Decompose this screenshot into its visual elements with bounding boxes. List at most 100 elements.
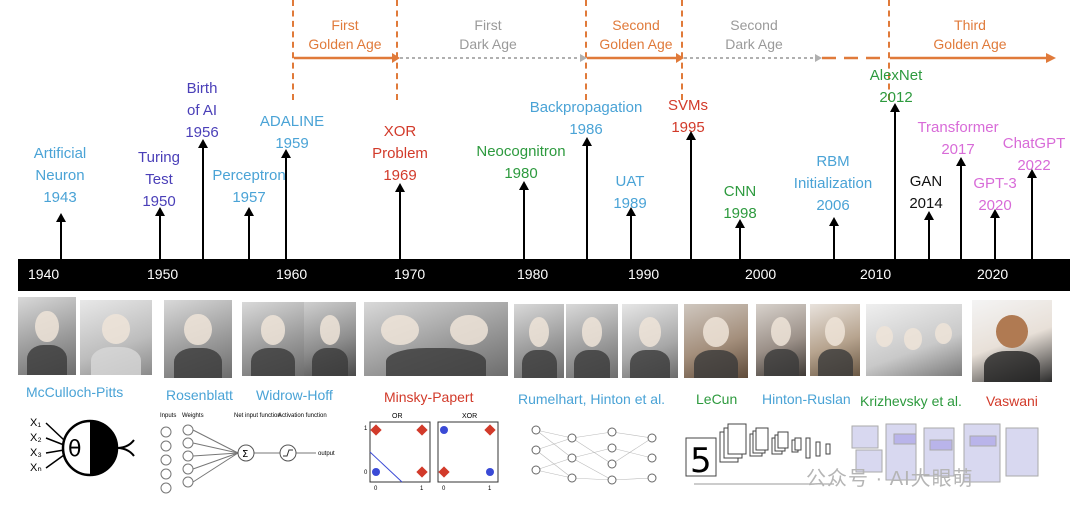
decade-label: 1990 (628, 266, 660, 282)
svg-text:0: 0 (374, 486, 378, 492)
era-second-golden-age: Second Golden Age (599, 17, 673, 52)
event-chatgpt: ChatGPT 2022 (1002, 135, 1066, 174)
event-arrow (626, 207, 636, 259)
era-divider (585, 0, 587, 100)
decade-label: 1960 (276, 266, 308, 282)
era-divider (396, 0, 398, 100)
backprop-network-diagram (531, 425, 657, 485)
event-turing-test: Turing Test 1950 (138, 149, 180, 210)
event-gpt3: GPT-3 2020 (973, 175, 1017, 214)
event-arrow (155, 207, 165, 259)
portrait-williams (622, 304, 678, 378)
decade-label: 2010 (860, 266, 892, 282)
person-minsky-papert: Minsky-Papert (384, 389, 474, 405)
portrait-krizhevsky (866, 304, 962, 376)
svg-text:0: 0 (364, 470, 368, 476)
portrait-rumelhart (514, 304, 564, 378)
neuron-threshold-symbol: θ (68, 437, 81, 462)
person-rosenblatt: Rosenblatt (166, 387, 233, 403)
event-svms: SVMs 1995 (667, 97, 708, 136)
svg-text:Activation function: Activation function (278, 413, 327, 419)
event-arrow (956, 157, 966, 259)
svg-text:output: output (318, 451, 335, 457)
portrait-rosenblatt (164, 300, 232, 378)
person-mcculloch-pitts: McCulloch-Pitts (26, 384, 124, 400)
xor-or-plots: OR XOR 1 0 0 1 0 1 (364, 413, 499, 492)
era-arrows (294, 53, 1056, 63)
neuron-input-label: X₁ (30, 417, 41, 429)
perceptron-diagram: Inputs Weights Net input function Activa… (160, 413, 335, 494)
event-arrow (519, 181, 529, 259)
svg-text:Net input function: Net input function (234, 413, 281, 419)
event-arrow (924, 211, 934, 259)
event-arrow (735, 219, 745, 259)
portrait-salakhutdinov (810, 304, 860, 376)
person-vaswani: Vaswani (986, 393, 1038, 409)
event-birth-of-ai: Birth of AI 1956 (185, 80, 219, 141)
event-arrow (56, 213, 66, 259)
person-rumelhart-hinton: Rumelhart, Hinton et al. (518, 391, 666, 407)
timeline-axis (18, 259, 1070, 291)
event-gan: GAN 2014 (909, 173, 943, 212)
neuron-input-label: X₃ (30, 447, 42, 459)
era-first-dark-age: First Dark Age (459, 17, 517, 52)
portrait-hoff (304, 302, 356, 376)
svg-text:Σ: Σ (242, 449, 248, 460)
neuron-input-label: Xₙ (30, 462, 42, 474)
event-arrow (990, 209, 1000, 259)
event-arrow (244, 207, 254, 259)
event-artificial-neuron: Artificial Neuron 1943 (33, 145, 87, 206)
neuron-input-label: X₂ (30, 432, 42, 444)
person-widrow-hoff: Widrow-Hoff (256, 387, 333, 403)
decade-label: 1980 (517, 266, 549, 282)
person-hinton-ruslan: Hinton-Ruslan (762, 391, 851, 407)
portrait-hinton-2 (756, 304, 806, 376)
svg-text:1: 1 (488, 486, 492, 492)
svg-text:Weights: Weights (182, 413, 204, 419)
portrait-mcculloch (18, 297, 76, 375)
era-divider (681, 0, 683, 100)
event-transformer: Transformer 2017 (917, 119, 999, 158)
svg-text:1: 1 (420, 486, 424, 492)
event-arrow (1027, 169, 1037, 259)
portrait-hinton (566, 304, 618, 378)
lenet-cnn-diagram: 5 (685, 423, 834, 485)
event-arrow (198, 139, 208, 259)
event-alexnet: AlexNet 2012 (869, 67, 923, 106)
svg-text:1: 1 (364, 426, 368, 432)
watermark-text: 公众号 · AI大眼萌 (806, 468, 974, 490)
event-arrow (582, 137, 592, 259)
portrait-vaswani (972, 300, 1052, 382)
portrait-pitts (80, 300, 152, 375)
event-perceptron: Perceptron 1957 (212, 167, 286, 206)
decade-label: 2000 (745, 266, 777, 282)
svg-text:Inputs: Inputs (160, 413, 176, 419)
era-divider (888, 0, 890, 100)
event-cnn: CNN 1998 (723, 183, 757, 222)
era-divider (292, 0, 294, 100)
event-arrow (890, 103, 900, 259)
transformer-architecture-diagram (851, 423, 1039, 483)
event-backpropagation: Backpropagation 1986 (529, 99, 643, 138)
era-first-golden-age: First Golden Age (308, 17, 382, 52)
or-plot-title: OR (392, 413, 403, 420)
event-arrow (281, 149, 291, 259)
person-lecun: LeCun (696, 391, 738, 407)
event-arrow (686, 131, 696, 259)
svg-text:0: 0 (442, 486, 446, 492)
event-adaline: ADALINE 1959 (259, 113, 325, 152)
event-xor-problem: XOR Problem 1969 (372, 123, 428, 184)
event-arrow (829, 217, 839, 259)
portrait-minsky-papert (364, 302, 508, 376)
decade-label: 1950 (147, 266, 179, 282)
event-neocognitron: Neocognitron 1980 (476, 143, 566, 182)
event-uat: UAT 1989 (613, 173, 647, 212)
mcculloch-pitts-neuron-diagram: X₁ X₂ X₃ Xₙ θ (30, 417, 135, 477)
decade-label: 1970 (394, 266, 426, 282)
person-krizhevsky: Krizhevsky et al. (860, 393, 962, 409)
event-rbm-initialization: RBM Initialization 2006 (793, 153, 873, 214)
portrait-lecun (684, 304, 748, 378)
xor-plot-title: XOR (462, 413, 477, 420)
era-second-dark-age: Second Dark Age (725, 17, 783, 52)
